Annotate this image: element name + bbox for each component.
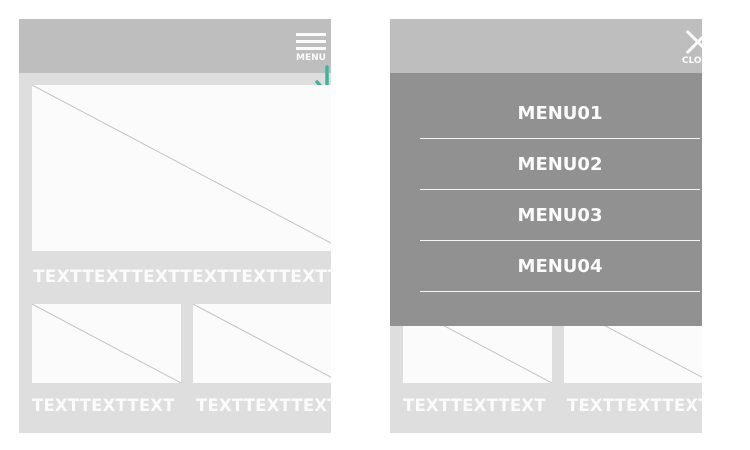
menu-button[interactable]: MENU: [296, 33, 326, 63]
card-caption: TEXTTEXTTEXT: [32, 396, 175, 415]
mobile-screen-closed: MENU TEXTTEXTTEXTTEXTTEXTTEXTTE TEXTTEXT…: [19, 19, 331, 433]
hero-image-placeholder: [32, 85, 331, 251]
card-caption: TEXTTEXTTEXT: [403, 396, 546, 415]
menu-item-01[interactable]: MENU01: [420, 88, 700, 139]
menu-overlay: MENU01 MENU02 MENU03 MENU04: [390, 73, 702, 326]
menu-button-label: MENU: [296, 53, 326, 63]
card-caption: TEXTTEXTTEXT: [196, 396, 331, 415]
header-bar: MENU: [19, 19, 331, 73]
menu-item-03[interactable]: MENU03: [420, 190, 700, 241]
close-button[interactable]: CLOSE: [682, 29, 702, 66]
close-icon: [685, 29, 702, 55]
card-image-placeholder: [193, 304, 331, 383]
close-button-label: CLOSE: [681, 56, 702, 66]
card-caption: TEXTTEXTTEXT: [567, 396, 702, 415]
menu-item-04[interactable]: MENU04: [420, 241, 700, 292]
mobile-screen-open: CLOSE TEXTTEXTTEXT TEXTTEXTTEXT MENU01 M…: [390, 19, 702, 433]
hamburger-icon: [296, 33, 326, 50]
card-image-placeholder: [32, 304, 181, 383]
header-bar: CLOSE: [390, 19, 702, 73]
hero-caption: TEXTTEXTTEXTTEXTTEXTTEXTTE: [33, 267, 331, 287]
menu-item-02[interactable]: MENU02: [420, 139, 700, 190]
